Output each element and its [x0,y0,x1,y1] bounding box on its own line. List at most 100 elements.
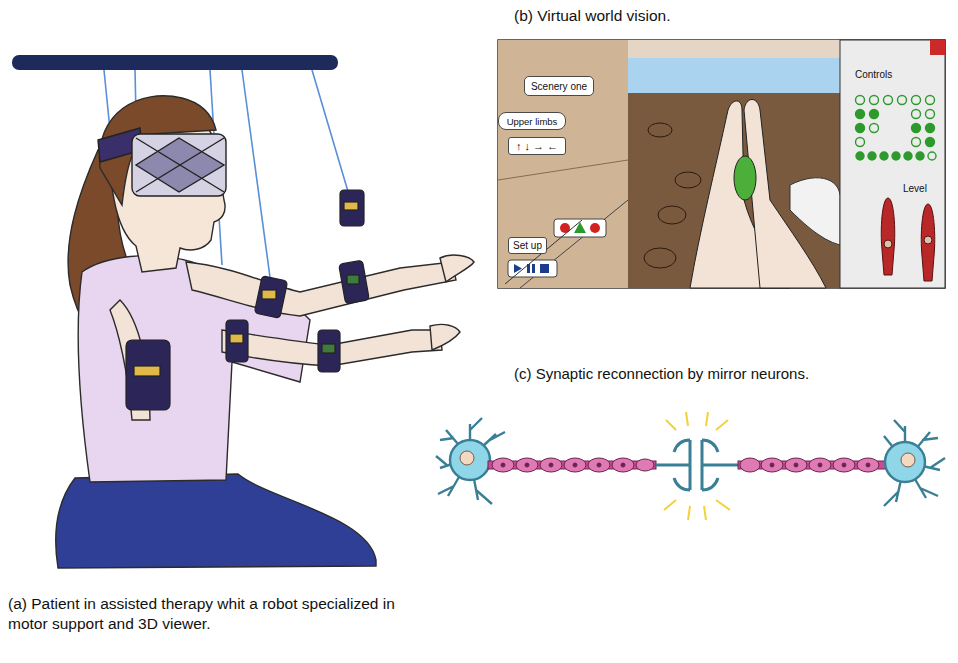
virtual-world-panel-part [628,58,840,93]
ui-button: Upper limbs [498,112,566,130]
control-dots-part [884,96,893,105]
synapse-spark-part [706,412,708,426]
control-dots-part [928,152,936,160]
neuron-right-part [885,442,925,482]
vr-headset-part [136,138,224,192]
axon-right-part [740,458,760,472]
panel-label: Level [903,182,943,195]
axon-right-part [785,458,807,472]
button-label: Set up [509,240,546,251]
control-dots-part [912,124,921,133]
virtual-world-panel-part [498,160,628,180]
virtual-world-panel-part [644,248,676,268]
axon-left-part [564,458,586,472]
synapse-spark-part [664,500,676,510]
support-bar-part [12,55,338,70]
virtual-world-panel-part [840,40,945,288]
virtual-world-panel-part [498,40,945,288]
support-bar [12,55,338,70]
arm-cuffs-part [318,330,340,372]
control-dots-part [870,96,879,105]
axon-right-part [794,463,798,467]
patient-figure-part [430,324,460,350]
axon-right-part [761,458,783,472]
virtual-world-panel-part [574,222,586,233]
patient-figure [56,96,474,568]
patient-figure-part [440,255,474,282]
virtual-world-panel-part [790,178,840,245]
axon-right-part [842,463,846,467]
vr-headset-part [132,134,226,196]
axon-left-part [540,458,562,472]
vr-headset-part [136,138,224,192]
arm-cuffs-part [226,320,248,362]
level-sliders-part [884,240,892,248]
control-dots-part [856,138,865,147]
patient-figure-part [186,262,456,316]
axon-left-part [612,458,634,472]
synapse-spark-part [666,420,676,430]
synapse-part [702,440,738,490]
axon-left-part [597,463,601,467]
figure-caption: (b) Virtual world vision. [514,6,894,26]
ui-button: Set up [508,237,547,254]
control-dots-part [926,138,935,147]
axon-left-part [621,463,625,467]
neuron-right-part [884,420,945,506]
figure-caption: (a) Patient in assisted therapy whit a r… [8,594,396,634]
arm-cuffs-part [126,340,170,410]
virtual-world-panel-part [648,123,672,137]
arm-cuffs-part [134,366,160,376]
synapse-spark-part [716,500,730,510]
control-dots-part [856,124,865,133]
control-dots-part [870,110,879,119]
axon-left [488,458,656,472]
level-sliders-part [881,198,895,275]
axon-left-part [636,459,654,471]
control-dots-part [912,138,921,147]
virtual-world-panel-part [734,156,756,200]
arm-cuffs-part [340,190,364,226]
control-dots-part [912,96,921,105]
axon-right-part [818,463,822,467]
button-label: Upper limbs [499,116,565,127]
control-dots-part [916,152,924,160]
synapse-spark-part [716,420,728,430]
control-dots-part [880,152,888,160]
synapse-spark-part [686,412,688,426]
axon-left-part [573,463,577,467]
control-dots-part [912,110,921,119]
axon-right-part [833,458,855,472]
axon-right-part [770,463,774,467]
virtual-world-panel [498,40,945,288]
support-strings-part [242,70,272,292]
neuron-right-part [901,453,915,467]
level-sliders-part [921,204,935,281]
ui-button: ↑ ↓ → ← [508,137,566,155]
axon-right [738,458,886,472]
virtual-world-panel-part [540,264,549,273]
button-label: Scenery one [525,81,593,92]
virtual-world-panel-part [628,40,840,58]
vr-headset [98,128,226,196]
axon-left-part [588,458,610,472]
virtual-world-panel-part [498,40,628,288]
panel-label: Controls [855,68,941,81]
control-dots-part [856,110,865,119]
figure-caption: (c) Synaptic reconnection by mirror neur… [514,364,944,384]
arm-cuffs-part [344,202,358,210]
virtual-world-panel-part [532,264,535,273]
control-dots-part [904,152,912,160]
control-dots-part [892,152,900,160]
control-dots-part [926,96,935,105]
arm-cuffs-part [339,260,370,304]
synapse-part [656,440,690,490]
arm-cuffs-part [230,334,243,343]
axon-left-part [516,458,538,472]
control-dots-part [898,96,907,105]
neuron-right [884,420,945,506]
virtual-world-panel-part [505,220,582,284]
button-label: ↑ ↓ → ← [509,140,565,152]
axon-right-part [809,458,831,472]
virtual-world-panel-part [508,260,557,277]
